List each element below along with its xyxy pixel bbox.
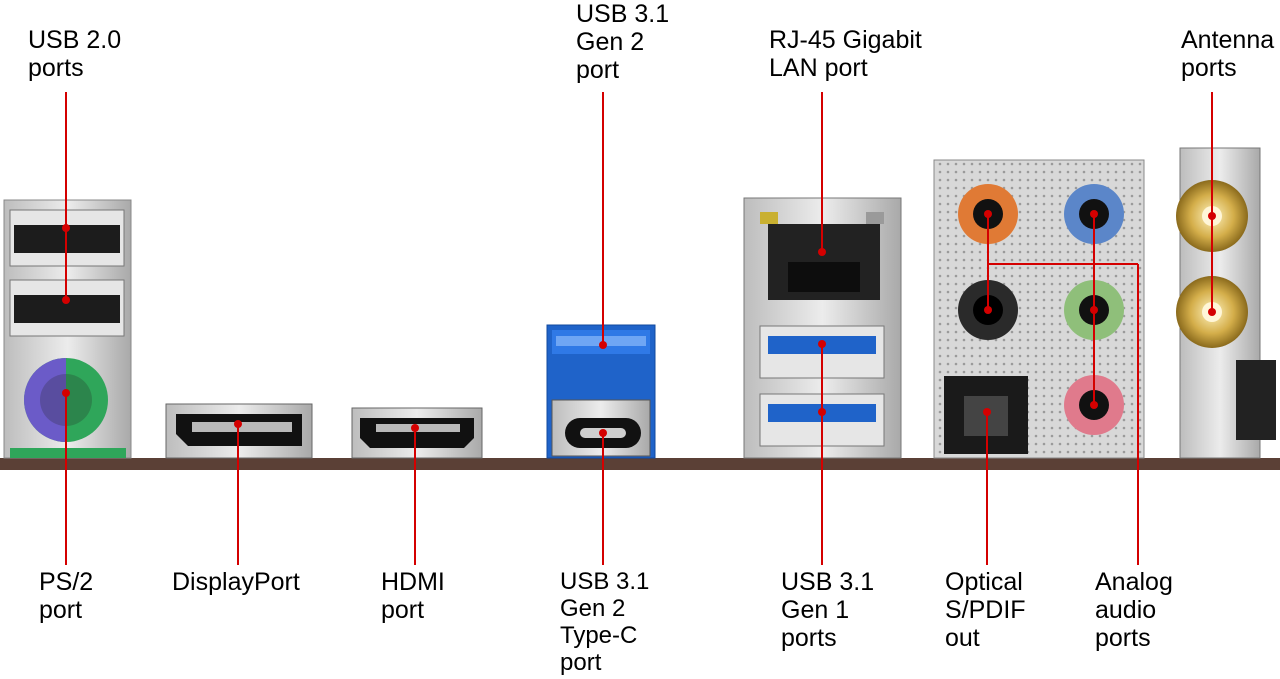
audio-panel [933, 159, 1145, 459]
rj45-usb31gen1-stack [743, 197, 902, 459]
usb20-ps2-block [3, 199, 132, 459]
label-antenna-ports: Antenna ports [1181, 26, 1275, 82]
leader-lines [62, 92, 1216, 565]
label-usb31-gen2-typec-port: USB 3.1 Gen 2 Type-C port [560, 568, 650, 676]
hdmi-connector [351, 407, 483, 459]
label-hdmi-port: HDMI port [381, 568, 445, 624]
label-usb31-gen2-port: USB 3.1 Gen 2 port [576, 0, 670, 84]
label-rj45-lan-port: RJ-45 Gigabit LAN port [769, 26, 922, 82]
label-optical-spdif-out: Optical S/PDIF out [945, 568, 1026, 652]
antenna-bracket [1176, 147, 1276, 459]
board-edge [0, 458, 1280, 470]
label-displayport: DisplayPort [172, 568, 300, 596]
usb31-gen2-stack [546, 324, 656, 459]
label-usb31-gen1-ports: USB 3.1 Gen 1 ports [781, 568, 875, 652]
label-analog-audio-ports: Analog audio ports [1095, 568, 1173, 652]
label-usb20-ports: USB 2.0 ports [28, 26, 122, 82]
label-ps2-port: PS/2 port [39, 568, 94, 624]
